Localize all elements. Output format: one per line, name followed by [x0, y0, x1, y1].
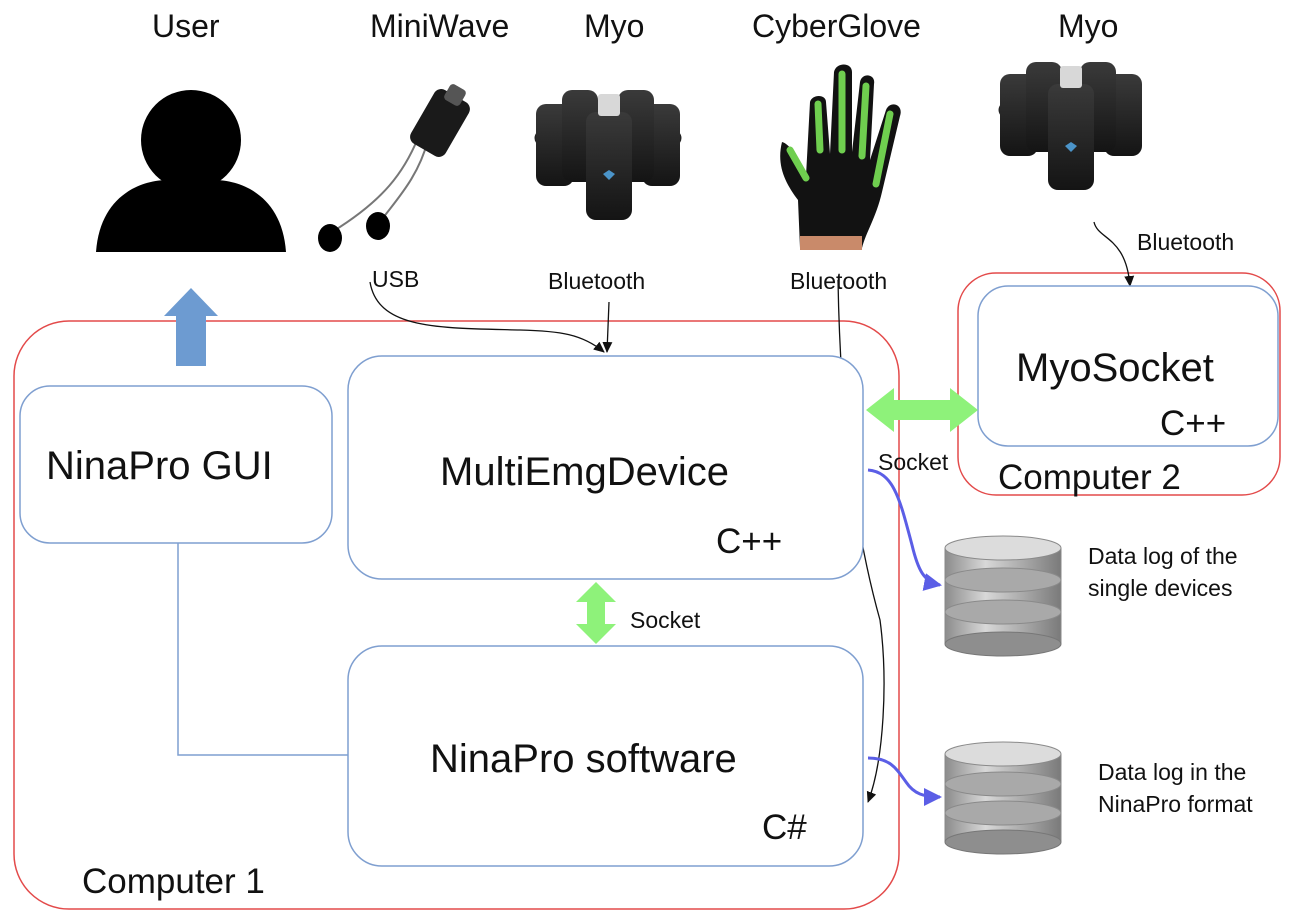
device-label-miniwave: MiniWave: [370, 8, 510, 44]
database-icon: [944, 535, 1062, 657]
module-title-multiemgdevice: MultiEmgDevice: [440, 450, 729, 494]
bluetooth-myo2-link-arrow: [1093, 221, 1135, 287]
multiemgdevice-box: [347, 355, 864, 580]
module-lang-multiemgdevice: C++: [716, 522, 783, 561]
log-label-single-devices: Data log of the single devices: [1088, 543, 1238, 602]
gui-software-connector: [177, 543, 348, 756]
log-label-ninapro-format: Data log in the NinaPro format: [1098, 759, 1253, 818]
user-output-arrow: [164, 288, 218, 366]
module-title-myosocket: MyoSocket: [1016, 346, 1214, 390]
link-label-bluetooth-myo: Bluetooth: [548, 268, 646, 294]
bluetooth-myo-link-arrow: [602, 301, 613, 353]
socket-internal-arrow: [576, 582, 616, 644]
socket-external-arrow: [866, 388, 978, 432]
computer-label-2: Computer 2: [998, 458, 1181, 497]
cyberglove-icon: [780, 64, 901, 250]
device-label-cyberglove: CyberGlove: [752, 8, 921, 44]
ninapro-gui-box: [19, 385, 333, 544]
log-arrow-single: [867, 468, 942, 591]
ninapro-software-box: [347, 645, 864, 867]
module-title-ninapro-gui: NinaPro GUI: [46, 444, 273, 488]
database-icon: [944, 741, 1062, 855]
device-label-myo: Myo: [584, 8, 645, 44]
device-label-myo-2: Myo: [1058, 8, 1119, 44]
miniwave-sensor-icon: [318, 84, 470, 252]
computer-label-1: Computer 1: [82, 862, 265, 901]
myo-armband-icon: [998, 62, 1142, 190]
module-title-ninapro-software: NinaPro software: [430, 737, 737, 781]
link-label-socket-external: Socket: [878, 449, 949, 475]
module-lang-ninapro-software: C#: [762, 808, 807, 847]
link-label-bluetooth-glove: Bluetooth: [790, 268, 888, 294]
computer-2-boundary: [957, 272, 1281, 496]
device-label-user: User: [152, 8, 220, 44]
myo-armband-icon: [534, 90, 682, 220]
link-label-bluetooth-myo-2: Bluetooth: [1137, 229, 1235, 255]
myosocket-box: [977, 285, 1279, 447]
computer-1-boundary: [13, 320, 900, 910]
link-label-usb: USB: [372, 266, 420, 292]
module-lang-myosocket: C++: [1160, 404, 1227, 443]
link-label-socket-internal: Socket: [630, 607, 701, 633]
usb-link-arrow: [369, 281, 605, 353]
log-arrow-ninapro: [867, 756, 942, 806]
person-silhouette-icon: [96, 90, 286, 252]
